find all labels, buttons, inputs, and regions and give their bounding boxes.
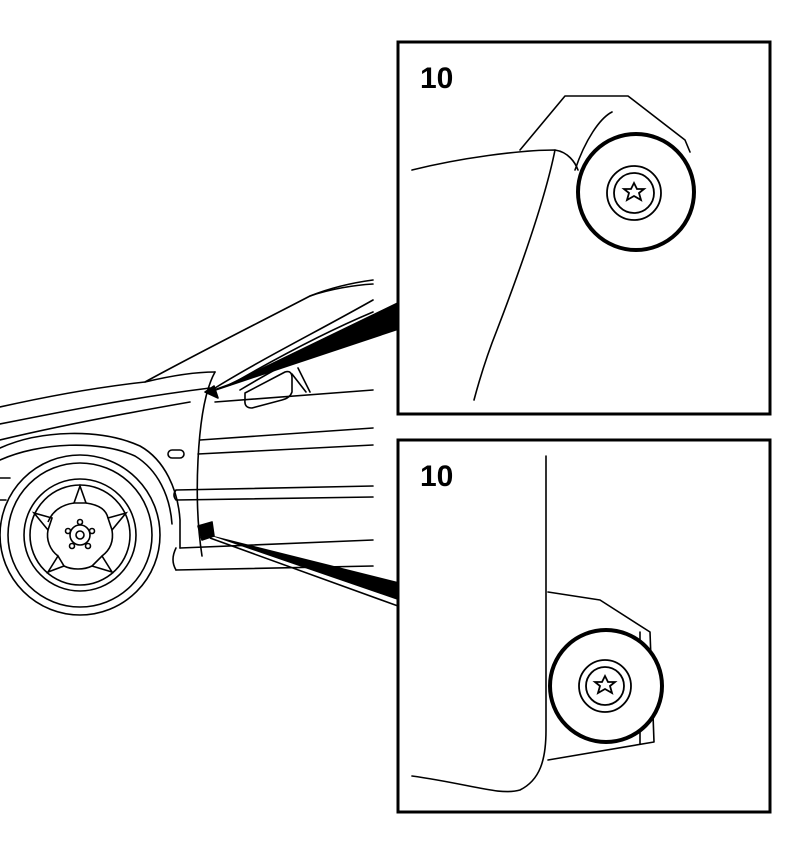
lower-screw-callout xyxy=(548,628,664,744)
torx-screw-icon xyxy=(578,659,632,713)
upper-bracket xyxy=(519,95,691,153)
lower-screw-location xyxy=(197,521,215,541)
hood-edge xyxy=(0,401,191,441)
lower-callout-circle xyxy=(548,628,664,744)
lower-bracket xyxy=(547,591,655,761)
body-line-upper xyxy=(199,427,374,441)
window-corner xyxy=(297,367,311,393)
upper-fender-edge xyxy=(473,149,556,401)
wheel-center-cap xyxy=(75,530,85,540)
side-molding xyxy=(173,485,374,501)
rim-inner xyxy=(29,484,131,586)
wheel-arch xyxy=(0,432,181,549)
windshield-frame xyxy=(214,299,374,389)
upper-callout-number: 10 xyxy=(420,62,453,95)
upper-screw-callout xyxy=(576,132,696,252)
sill-line xyxy=(175,539,374,571)
mirror-mount xyxy=(291,373,307,393)
wheel-arch-inner xyxy=(0,444,173,525)
upper-leader-line xyxy=(213,323,399,391)
rim-outer xyxy=(23,478,137,592)
door-top-line xyxy=(214,389,374,403)
sill-front xyxy=(172,547,177,571)
upper-detail-frame xyxy=(396,40,772,416)
lower-callout-number: 10 xyxy=(420,460,453,493)
lower-detail-frame xyxy=(396,438,772,814)
front-wheel xyxy=(0,454,161,616)
car-front-illustration xyxy=(0,279,374,571)
lower-leader-line xyxy=(209,537,399,607)
side-marker-light xyxy=(167,449,185,459)
upper-bracket-inner xyxy=(574,111,613,171)
hood-crease xyxy=(0,387,211,425)
front-bumper xyxy=(0,477,11,501)
windshield-top xyxy=(309,283,374,297)
body-line-mid xyxy=(197,444,374,455)
hood-outline xyxy=(0,371,216,408)
wheel-spokes xyxy=(31,483,129,574)
lower-detail-panel: 10 xyxy=(396,438,772,814)
lug-nuts xyxy=(64,518,96,550)
wheel-hub xyxy=(69,524,91,546)
torx-screw-icon xyxy=(606,165,662,221)
lower-fender-edge xyxy=(411,455,547,793)
lower-leader-wedge xyxy=(206,534,398,600)
upper-detail-panel: 10 xyxy=(396,40,772,416)
windshield-base xyxy=(144,279,374,383)
tire-inner xyxy=(7,462,153,608)
upper-callout-circle xyxy=(576,132,696,252)
tire-outer xyxy=(0,454,161,616)
upper-leader-wedge xyxy=(212,302,398,392)
upper-fender-panel xyxy=(411,149,579,171)
